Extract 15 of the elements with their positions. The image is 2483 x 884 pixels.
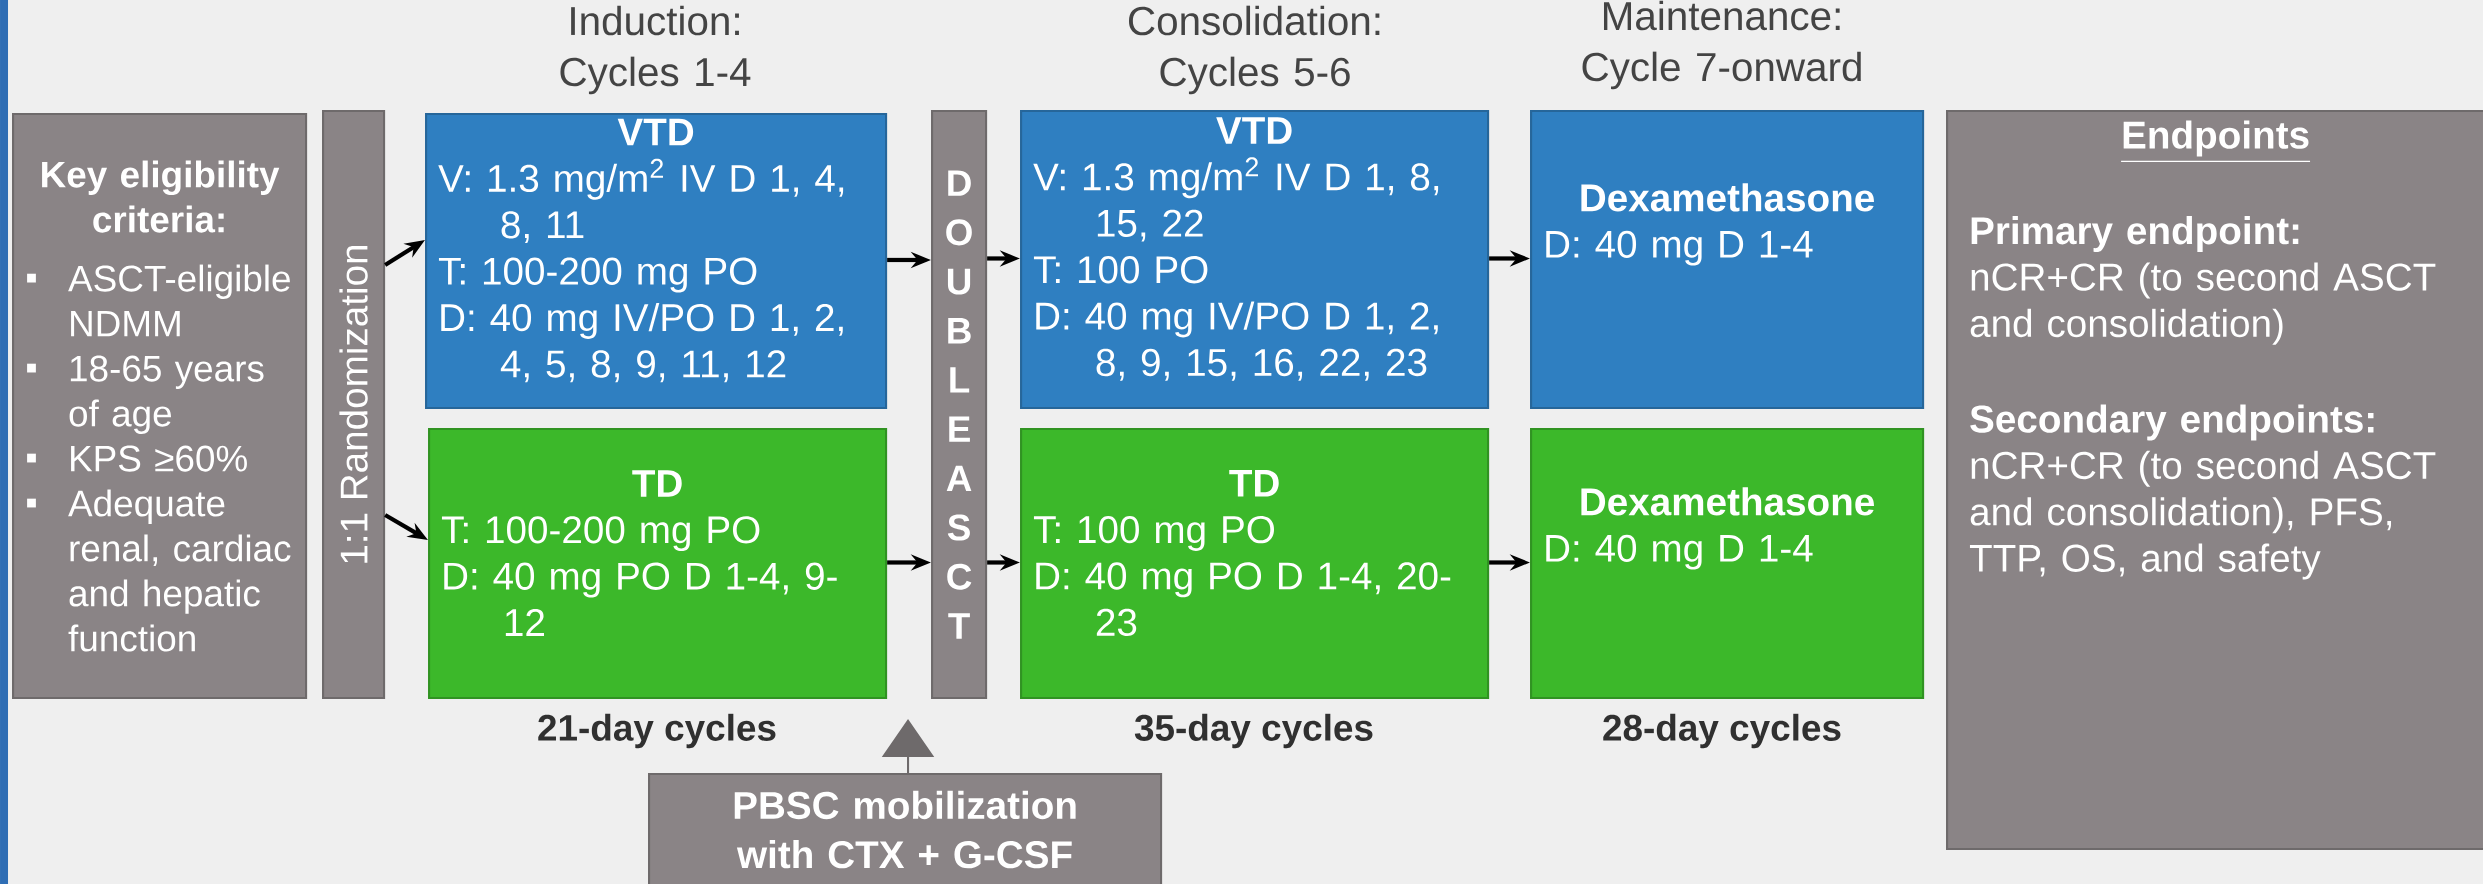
transplant-bar: DOUBLE ASCT bbox=[931, 109, 988, 700]
cycle-length-label: 35-day cycles bbox=[1134, 713, 1373, 749]
cycle-length-label: 28-day cycles bbox=[1603, 713, 1841, 749]
endpoints-box: Endpoints Primary endpoint: nCR+CR (to second ASCT and consolidation) Secondary endpoints: nCR+CR (to second ASCT and consolidation), PFS, TTP, OS, and safety bbox=[1946, 109, 2483, 851]
criteria-box: Key eligibility criteria: ASCT-eligible NDMM 18-65 years of age KPS ≥60% Adequate renal, cardiac and hepatic function bbox=[12, 112, 308, 700]
cycle-length-label: 21-day cycles bbox=[538, 713, 776, 749]
treatment-box: VTD V: 1.3 mg/m$^{2}$ IV D 1, 8, 15, 22 T: 100 PO D: 40 mg IV/PO D 1, 2, 8, 9, 15, 16, 22, 23 bbox=[1020, 109, 1490, 410]
treatment-box: Dexamethasone D: 40 mg D 1-4 bbox=[1530, 109, 1925, 410]
treatment-box: TD T: 100 mg PO D: 40 mg PO D 1-4, 20-23 bbox=[1020, 428, 1490, 700]
treatment-box: VTD V: 1.3 mg/m$^{2}$ IV D 1, 4, 8, 11 T: 100-200 mg PO D: 40 mg IV/PO D 1, 2, 4, 5, 8, 9, 11, 12 bbox=[425, 112, 888, 410]
mobilization-box: PBSC mobilization with CTX + G-CSF bbox=[648, 773, 1163, 884]
randomization-bar: 1:1 Randomization bbox=[322, 109, 386, 700]
treatment-box: Dexamethasone D: 40 mg D 1-4 bbox=[1530, 428, 1925, 700]
treatment-box: TD T: 100-200 mg PO D: 40 mg PO D 1-4, 9-12 bbox=[428, 428, 888, 700]
phase-heading: Maintenance: Cycle 7-onward bbox=[1582, 0, 1861, 90]
